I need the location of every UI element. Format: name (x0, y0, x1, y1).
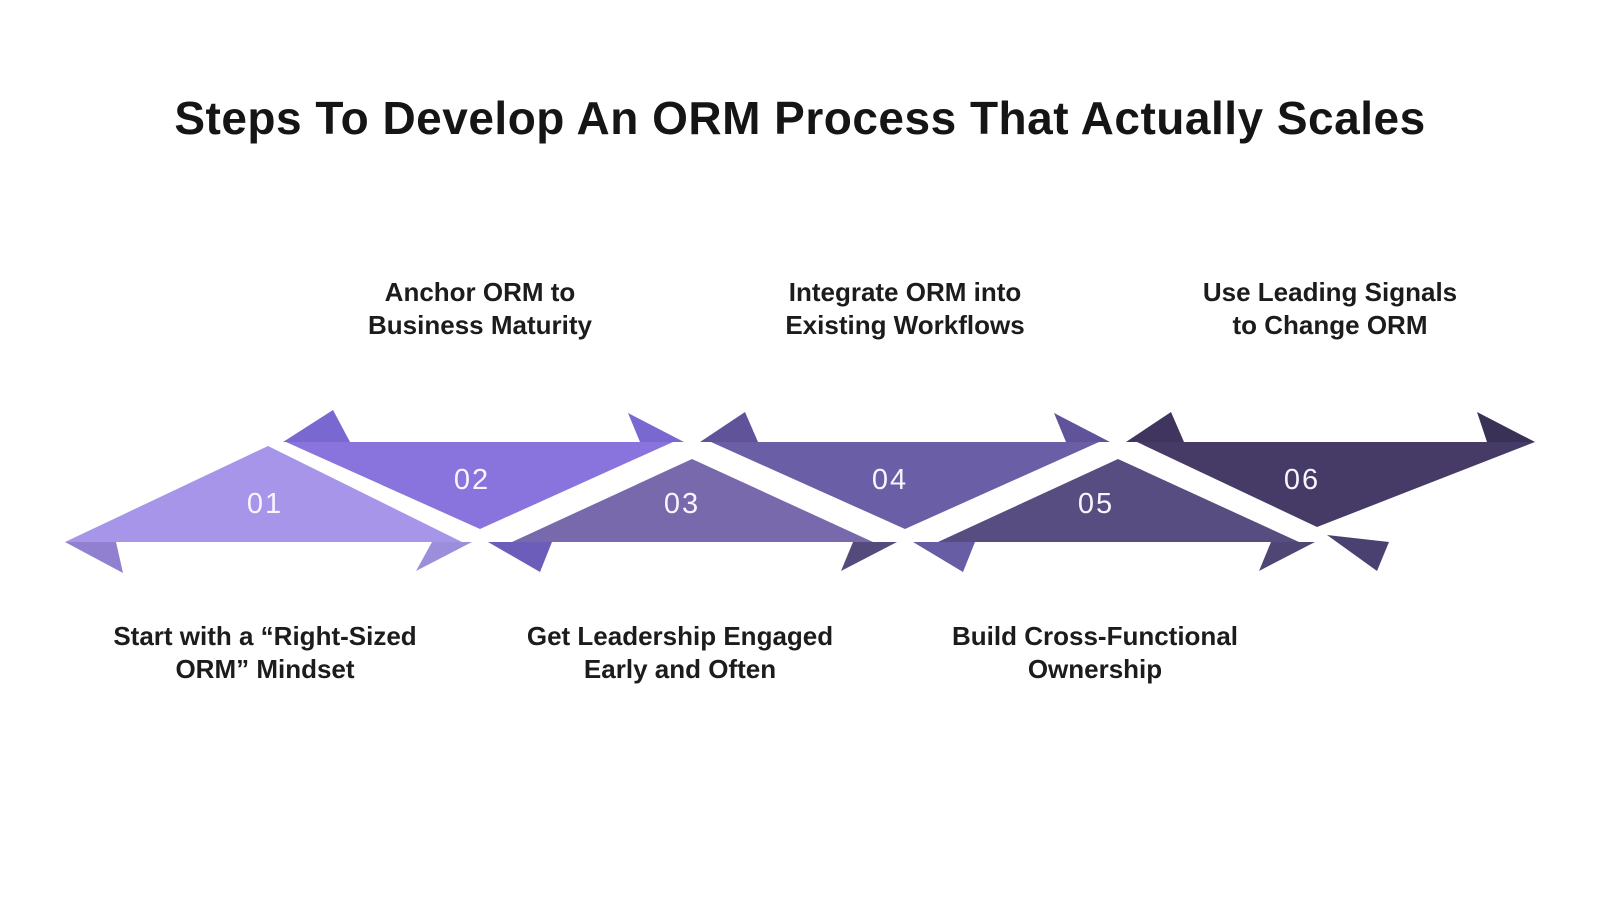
step-06-label-line1: Use Leading Signals (1202, 277, 1458, 307)
step-04-label-line2: Existing Workflows (785, 310, 1025, 340)
ribbon-fold (700, 412, 758, 442)
step-05-number: 05 (1078, 488, 1114, 520)
step-01-arrow (65, 446, 462, 542)
ribbon-fold (1477, 412, 1535, 442)
ribbon-fold (1054, 413, 1110, 442)
step-04-arrow (711, 442, 1099, 529)
arrow-segments (65, 442, 1535, 542)
ribbon-fold (65, 542, 123, 573)
step-06-arrow (1137, 442, 1535, 527)
step-06-label: Use Leading Signals to Change ORM (1120, 276, 1540, 342)
ribbon-fold (841, 542, 897, 571)
step-03-label-line1: Get Leadership Engaged (526, 621, 834, 651)
step-03-label-line2: Early and Often (583, 654, 777, 684)
step-04-label: Integrate ORM into Existing Workflows (695, 276, 1115, 342)
page-title: Steps To Develop An ORM Process That Act… (174, 92, 1426, 144)
step-01-label-line2: ORM” Mindset (175, 654, 355, 684)
step-06-number: 06 (1284, 464, 1320, 496)
ribbon-fold (416, 542, 472, 571)
ribbon-fold (913, 542, 975, 572)
step-04-label-line1: Integrate ORM into (788, 277, 1022, 307)
step-01-label-line1: Start with a “Right-Sized (113, 621, 417, 651)
step-04-number: 04 (872, 464, 908, 496)
ribbon-fold (628, 413, 684, 442)
step-01-number: 01 (247, 488, 283, 520)
step-05-label-line1: Build Cross-Functional (952, 621, 1238, 651)
step-05-label: Build Cross-Functional Ownership (885, 620, 1305, 686)
step-02-number: 02 (454, 464, 490, 496)
step-02-label-line2: Business Maturity (368, 310, 592, 340)
step-03-arrow (512, 459, 873, 542)
ribbon-fold (488, 542, 552, 572)
step-05-label-line2: Ownership (1027, 654, 1163, 684)
ribbon-folds (65, 410, 1535, 573)
step-02-label-line1: Anchor ORM to (384, 277, 576, 307)
step-02-arrow (286, 442, 673, 529)
step-numbers: 01 02 03 04 05 06 (247, 464, 1320, 520)
ribbon-fold (283, 410, 350, 442)
step-05-arrow (938, 459, 1299, 542)
ribbon-fold (1327, 535, 1389, 571)
step-06-label-line2: to Change ORM (1232, 310, 1428, 340)
ribbon-fold (1126, 412, 1184, 442)
step-03-label: Get Leadership Engaged Early and Often (470, 620, 890, 686)
step-01-label: Start with a “Right-Sized ORM” Mindset (55, 620, 475, 686)
ribbon-fold (1259, 542, 1315, 571)
step-03-number: 03 (664, 488, 700, 520)
step-02-label: Anchor ORM to Business Maturity (270, 276, 690, 342)
